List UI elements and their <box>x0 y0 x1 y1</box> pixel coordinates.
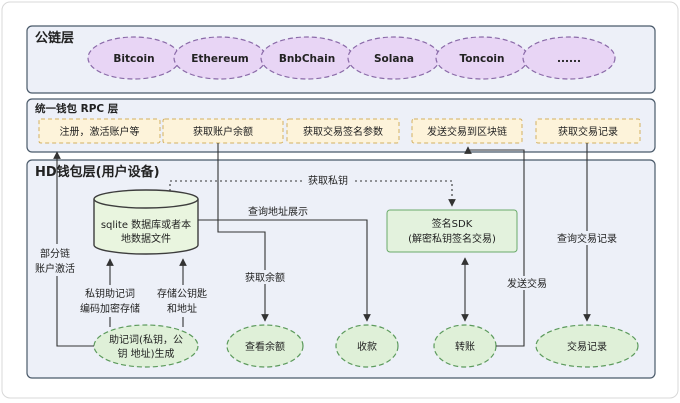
edge-label-partial-activate: 部分链 账户激活 <box>31 244 79 276</box>
svg-text:查询地址展示: 查询地址展示 <box>248 205 308 218</box>
svg-text:获取账户余额: 获取账户余额 <box>193 125 253 138</box>
chain-ethereum-label: Ethereum <box>191 53 249 65</box>
svg-text:交易记录: 交易记录 <box>567 340 607 353</box>
svg-text:账户激活: 账户激活 <box>35 262 75 275</box>
action-view-balance: 查看余额 <box>226 324 304 368</box>
chain-bitcoin-label: Bitcoin <box>113 53 154 65</box>
svg-text:部分链: 部分链 <box>40 247 70 260</box>
rpc-send-transaction: 发送交易到区块链 <box>411 118 523 144</box>
action-transfer: 转账 <box>433 324 497 368</box>
svg-text:和地址: 和地址 <box>167 302 197 315</box>
database-label-line1: sqlite 数据库或者本 <box>101 218 191 231</box>
rpc-get-sign-params: 获取交易签名参数 <box>286 118 400 144</box>
hd-wallet-layer-title: HD钱包层(用户设备) <box>35 164 160 180</box>
sdk-label-line2: (解密私钥签名交易) <box>408 232 496 245</box>
svg-text:获取交易记录: 获取交易记录 <box>558 125 618 138</box>
edge-label-get-balance: 获取余额 <box>240 270 290 284</box>
svg-text:发送交易: 发送交易 <box>507 277 547 290</box>
chain-solana: Solana <box>347 36 441 80</box>
edge-label-query-tx: 查询交易记录 <box>553 231 621 245</box>
svg-text:获取余额: 获取余额 <box>245 271 285 284</box>
chain-bitcoin: Bitcoin <box>87 36 181 80</box>
svg-text:查看余额: 查看余额 <box>245 340 285 353</box>
mnemonic-label-line1: 助记词(私钥，公 <box>109 333 183 346</box>
rpc-register-activate: 注册，激活账户等 <box>38 118 161 144</box>
chain-ethereum: Ethereum <box>173 36 267 80</box>
edge-send-transaction <box>464 146 525 347</box>
rpc-get-balance: 获取账户余额 <box>162 118 284 144</box>
svg-text:编码加密存储: 编码加密存储 <box>80 302 140 315</box>
chain-solana-label: Solana <box>374 53 414 65</box>
chain-more-label: ...... <box>557 53 581 65</box>
svg-text:存储公钥匙: 存储公钥匙 <box>157 287 207 300</box>
edge-label-send-tx: 发送交易 <box>503 276 551 290</box>
chain-toncoin-label: Toncoin <box>460 53 505 65</box>
sdk-label-line1: 签名SDK <box>432 217 473 230</box>
mnemonic-generator: 助记词(私钥，公 钥 地址)生成 <box>93 324 199 368</box>
chain-bnbchain: BnbChain <box>260 36 354 80</box>
edge-label-mnemonic-store: 私钥助记词 编码加密存储 <box>78 285 142 317</box>
edge-activate-account <box>53 151 94 347</box>
svg-text:收款: 收款 <box>357 340 377 353</box>
svg-text:获取私钥: 获取私钥 <box>308 174 348 187</box>
svg-text:发送交易到区块链: 发送交易到区块链 <box>427 125 507 138</box>
chain-toncoin: Toncoin <box>435 36 529 80</box>
mnemonic-label-line2: 钥 地址)生成 <box>117 347 174 360</box>
public-chain-layer-title: 公链层 <box>35 30 74 46</box>
local-database: sqlite 数据库或者本 地数据文件 <box>93 189 199 255</box>
svg-text:获取交易签名参数: 获取交易签名参数 <box>303 125 383 138</box>
edge-label-store-keys: 存储公钥匙 和地址 <box>152 285 212 317</box>
rpc-layer-title: 统一钱包 RPC 层 <box>35 102 119 115</box>
signing-sdk: 签名SDK (解密私钥签名交易) <box>386 209 518 253</box>
chain-more: ...... <box>522 36 616 80</box>
svg-text:转账: 转账 <box>455 340 475 353</box>
edge-query-address <box>198 219 371 322</box>
svg-text:查询交易记录: 查询交易记录 <box>557 232 617 245</box>
chain-bnbchain-label: BnbChain <box>279 53 335 65</box>
rpc-get-tx-records: 获取交易记录 <box>535 118 641 144</box>
svg-text:私钥助记词: 私钥助记词 <box>85 287 135 300</box>
svg-text:注册，激活账户等: 注册，激活账户等 <box>60 125 140 138</box>
action-tx-records: 交易记录 <box>535 324 639 368</box>
edge-label-get-private-key: 获取私钥 <box>303 173 353 187</box>
edge-label-query-address: 查询地址展示 <box>244 204 312 218</box>
action-receive: 收款 <box>335 324 399 368</box>
database-label-line2: 地数据文件 <box>121 232 171 245</box>
